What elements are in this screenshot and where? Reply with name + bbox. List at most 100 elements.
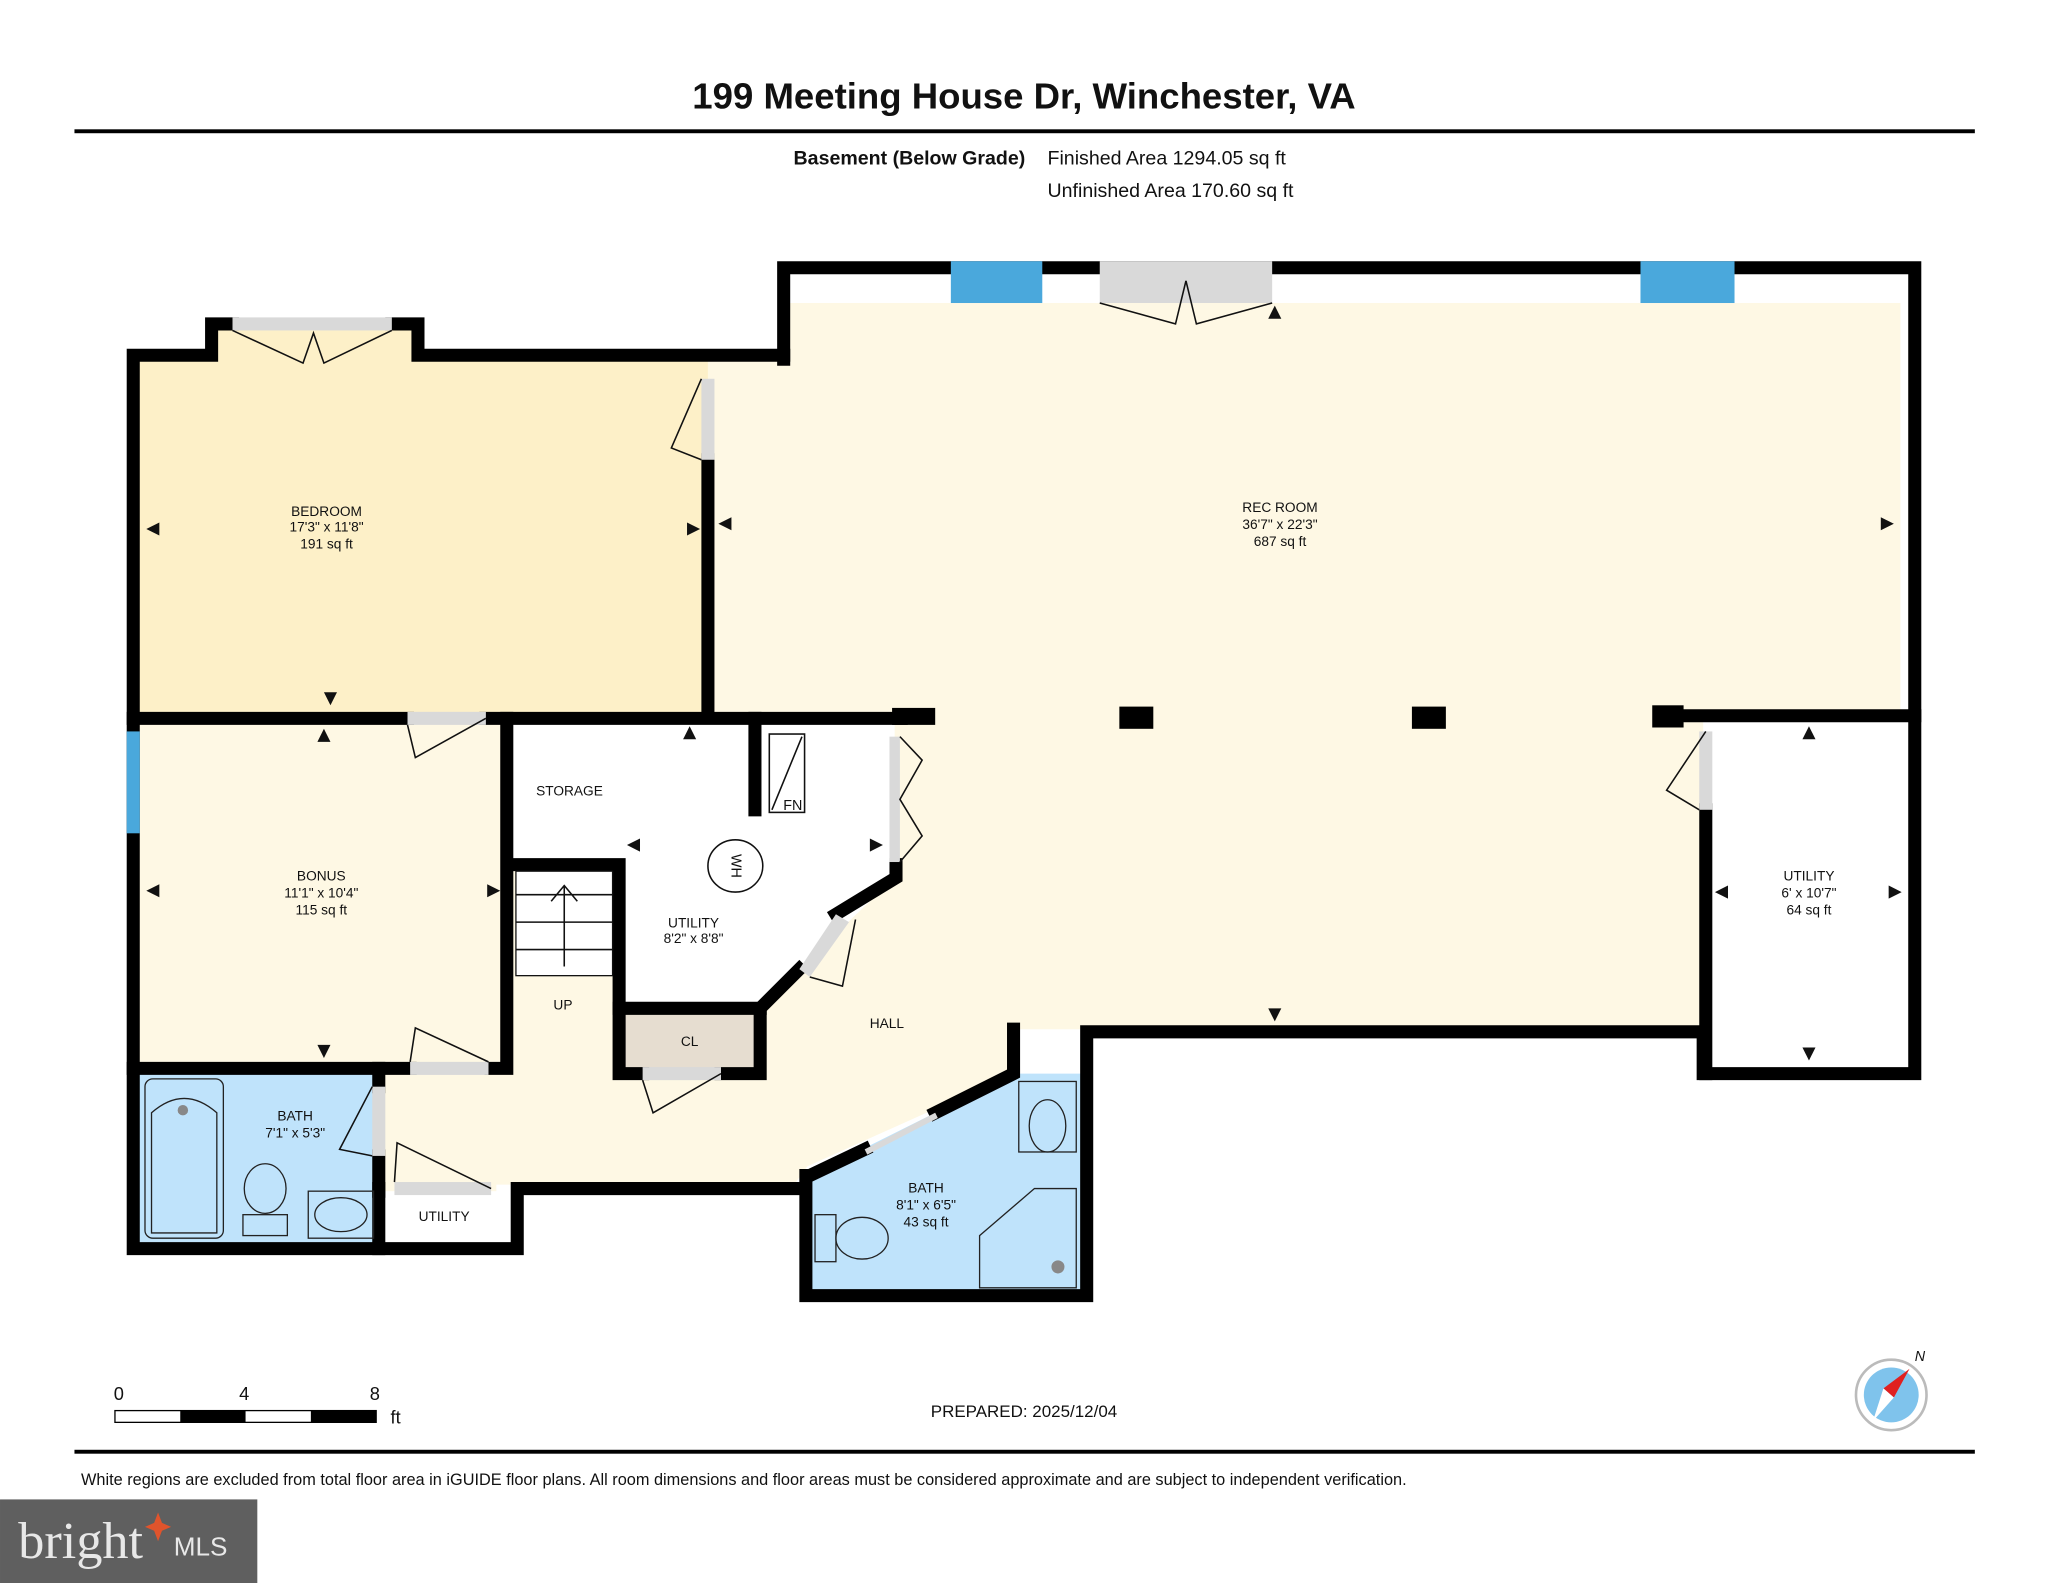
room-utility-center: UTILITY 8'2" x 8'8" — [664, 915, 724, 946]
wall-south — [372, 1182, 804, 1256]
column — [1119, 706, 1154, 729]
disclaimer: White regions are excluded from total fl… — [81, 1471, 1407, 1489]
door-swing — [1099, 280, 1187, 325]
svg-text:8'1" x 6'5": 8'1" x 6'5" — [896, 1197, 956, 1212]
svg-text:0: 0 — [114, 1383, 124, 1404]
svg-text:4: 4 — [239, 1383, 249, 1404]
door-swing — [670, 378, 703, 461]
sink — [307, 1190, 375, 1239]
floor-plan: FN WH — [126, 261, 1922, 1303]
bath-left-fill — [135, 1071, 379, 1249]
utility-right-fill — [1705, 718, 1913, 1072]
sliding-door — [864, 1112, 938, 1155]
bathtub — [144, 1078, 225, 1239]
scale-bar: 0 4 8 ft — [114, 1383, 401, 1428]
closet-fill — [619, 1012, 758, 1070]
header-divider — [74, 129, 1975, 134]
room-utility-small: UTILITY — [419, 1209, 470, 1224]
svg-text:bright: bright — [18, 1512, 143, 1570]
wall-bedroom-top — [385, 317, 791, 362]
wall-closet — [714, 959, 809, 1081]
svg-text:WH: WH — [727, 854, 743, 878]
page-title: 199 Meeting House Dr, Winchester, VA — [692, 75, 1355, 116]
dimension-arrows — [146, 305, 1902, 1061]
wall-stairs-utility — [505, 858, 650, 1081]
svg-text:64 sq ft: 64 sq ft — [1786, 902, 1831, 917]
svg-text:8'2" x 8'8": 8'2" x 8'8" — [664, 931, 724, 946]
svg-text:ft: ft — [391, 1407, 401, 1428]
column — [1652, 705, 1684, 728]
toilet — [814, 1214, 889, 1263]
door-swing — [641, 1072, 722, 1114]
door-swing — [1665, 730, 1707, 811]
bedroom-fill — [135, 323, 708, 716]
svg-text:BATH: BATH — [277, 1109, 313, 1124]
bath-right-fill — [807, 1073, 1085, 1296]
door-swing — [406, 717, 487, 759]
door-swing — [1185, 280, 1273, 325]
room-bonus: BONUS 11'1" x 10'4" 115 sq ft — [284, 868, 358, 917]
door — [1699, 731, 1713, 810]
door-swing — [409, 1026, 489, 1063]
shower — [978, 1187, 1077, 1289]
room-closet: CL — [681, 1034, 699, 1049]
toilet — [242, 1163, 289, 1237]
finished-area: Finished Area 1294.05 sq ft — [1048, 148, 1287, 170]
svg-text:BEDROOM: BEDROOM — [291, 504, 362, 519]
window — [950, 261, 1043, 304]
svg-text:BATH: BATH — [908, 1180, 944, 1195]
furnace: FN — [768, 733, 806, 814]
door-swing — [809, 919, 857, 988]
svg-text:115 sq ft: 115 sq ft — [296, 902, 348, 917]
svg-text:REC ROOM: REC ROOM — [1242, 500, 1317, 515]
wall-bath-right-a — [801, 1140, 874, 1185]
water-heater: WH — [707, 839, 764, 893]
bright-mls-logo: bright MLS — [0, 1499, 258, 1583]
svg-text:36'7" x 22'3": 36'7" x 22'3" — [1242, 517, 1317, 532]
svg-text:11'1" x 10'4": 11'1" x 10'4" — [284, 885, 358, 900]
svg-text:8: 8 — [370, 1383, 380, 1404]
svg-text:17'3" x 11'8": 17'3" x 11'8" — [289, 520, 363, 535]
door — [407, 711, 486, 725]
unfinished-area: Unfinished Area 170.60 sq ft — [1048, 180, 1295, 202]
column — [892, 707, 936, 725]
sink — [1018, 1080, 1077, 1153]
door-swing — [899, 736, 924, 863]
room-utility-right: UTILITY 6' x 10'7" 64 sq ft — [1781, 868, 1836, 917]
storage-utility-fill — [509, 718, 895, 1009]
svg-text:687 sq ft: 687 sq ft — [1254, 534, 1307, 549]
door — [410, 1061, 489, 1075]
window — [1640, 261, 1735, 304]
level-label: Basement (Below Grade) — [794, 148, 1026, 170]
svg-text:7'1" x 5'3": 7'1" x 5'3" — [265, 1126, 325, 1141]
double-door — [889, 736, 900, 863]
prepared-date: PREPARED: 2025/12/04 — [931, 1402, 1117, 1421]
door-swing — [338, 1086, 373, 1157]
svg-text:N: N — [1915, 1349, 1926, 1365]
svg-text:MLS: MLS — [174, 1532, 228, 1562]
svg-text:UTILITY: UTILITY — [668, 915, 719, 930]
stairs-label: UP — [553, 998, 572, 1013]
room-bath-right: BATH 8'1" x 6'5" 43 sq ft — [896, 1180, 956, 1229]
column — [1411, 706, 1446, 729]
door-swing — [232, 329, 393, 365]
svg-text:191 sq ft: 191 sq ft — [300, 537, 353, 552]
svg-text:BONUS: BONUS — [297, 868, 346, 883]
wall-bonus-east — [484, 711, 514, 1075]
svg-text:43 sq ft: 43 sq ft — [904, 1214, 949, 1229]
svg-text:FN: FN — [783, 798, 802, 814]
door — [799, 914, 849, 977]
room-bedroom: BEDROOM 17'3" x 11'8" 191 sq ft — [289, 504, 363, 552]
bonus-fill — [135, 718, 505, 1065]
utility-small-fill — [378, 1191, 518, 1247]
window — [126, 731, 140, 834]
room-hall: HALL — [870, 1016, 905, 1031]
room-storage: STORAGE — [536, 783, 603, 798]
stairs — [515, 870, 614, 977]
door — [394, 1182, 492, 1196]
footer-divider — [74, 1449, 1975, 1454]
compass-icon: N — [1854, 1349, 1928, 1432]
wall-bath-right-b — [926, 1022, 1021, 1122]
room-bath-left: BATH 7'1" x 5'3" — [265, 1109, 325, 1141]
